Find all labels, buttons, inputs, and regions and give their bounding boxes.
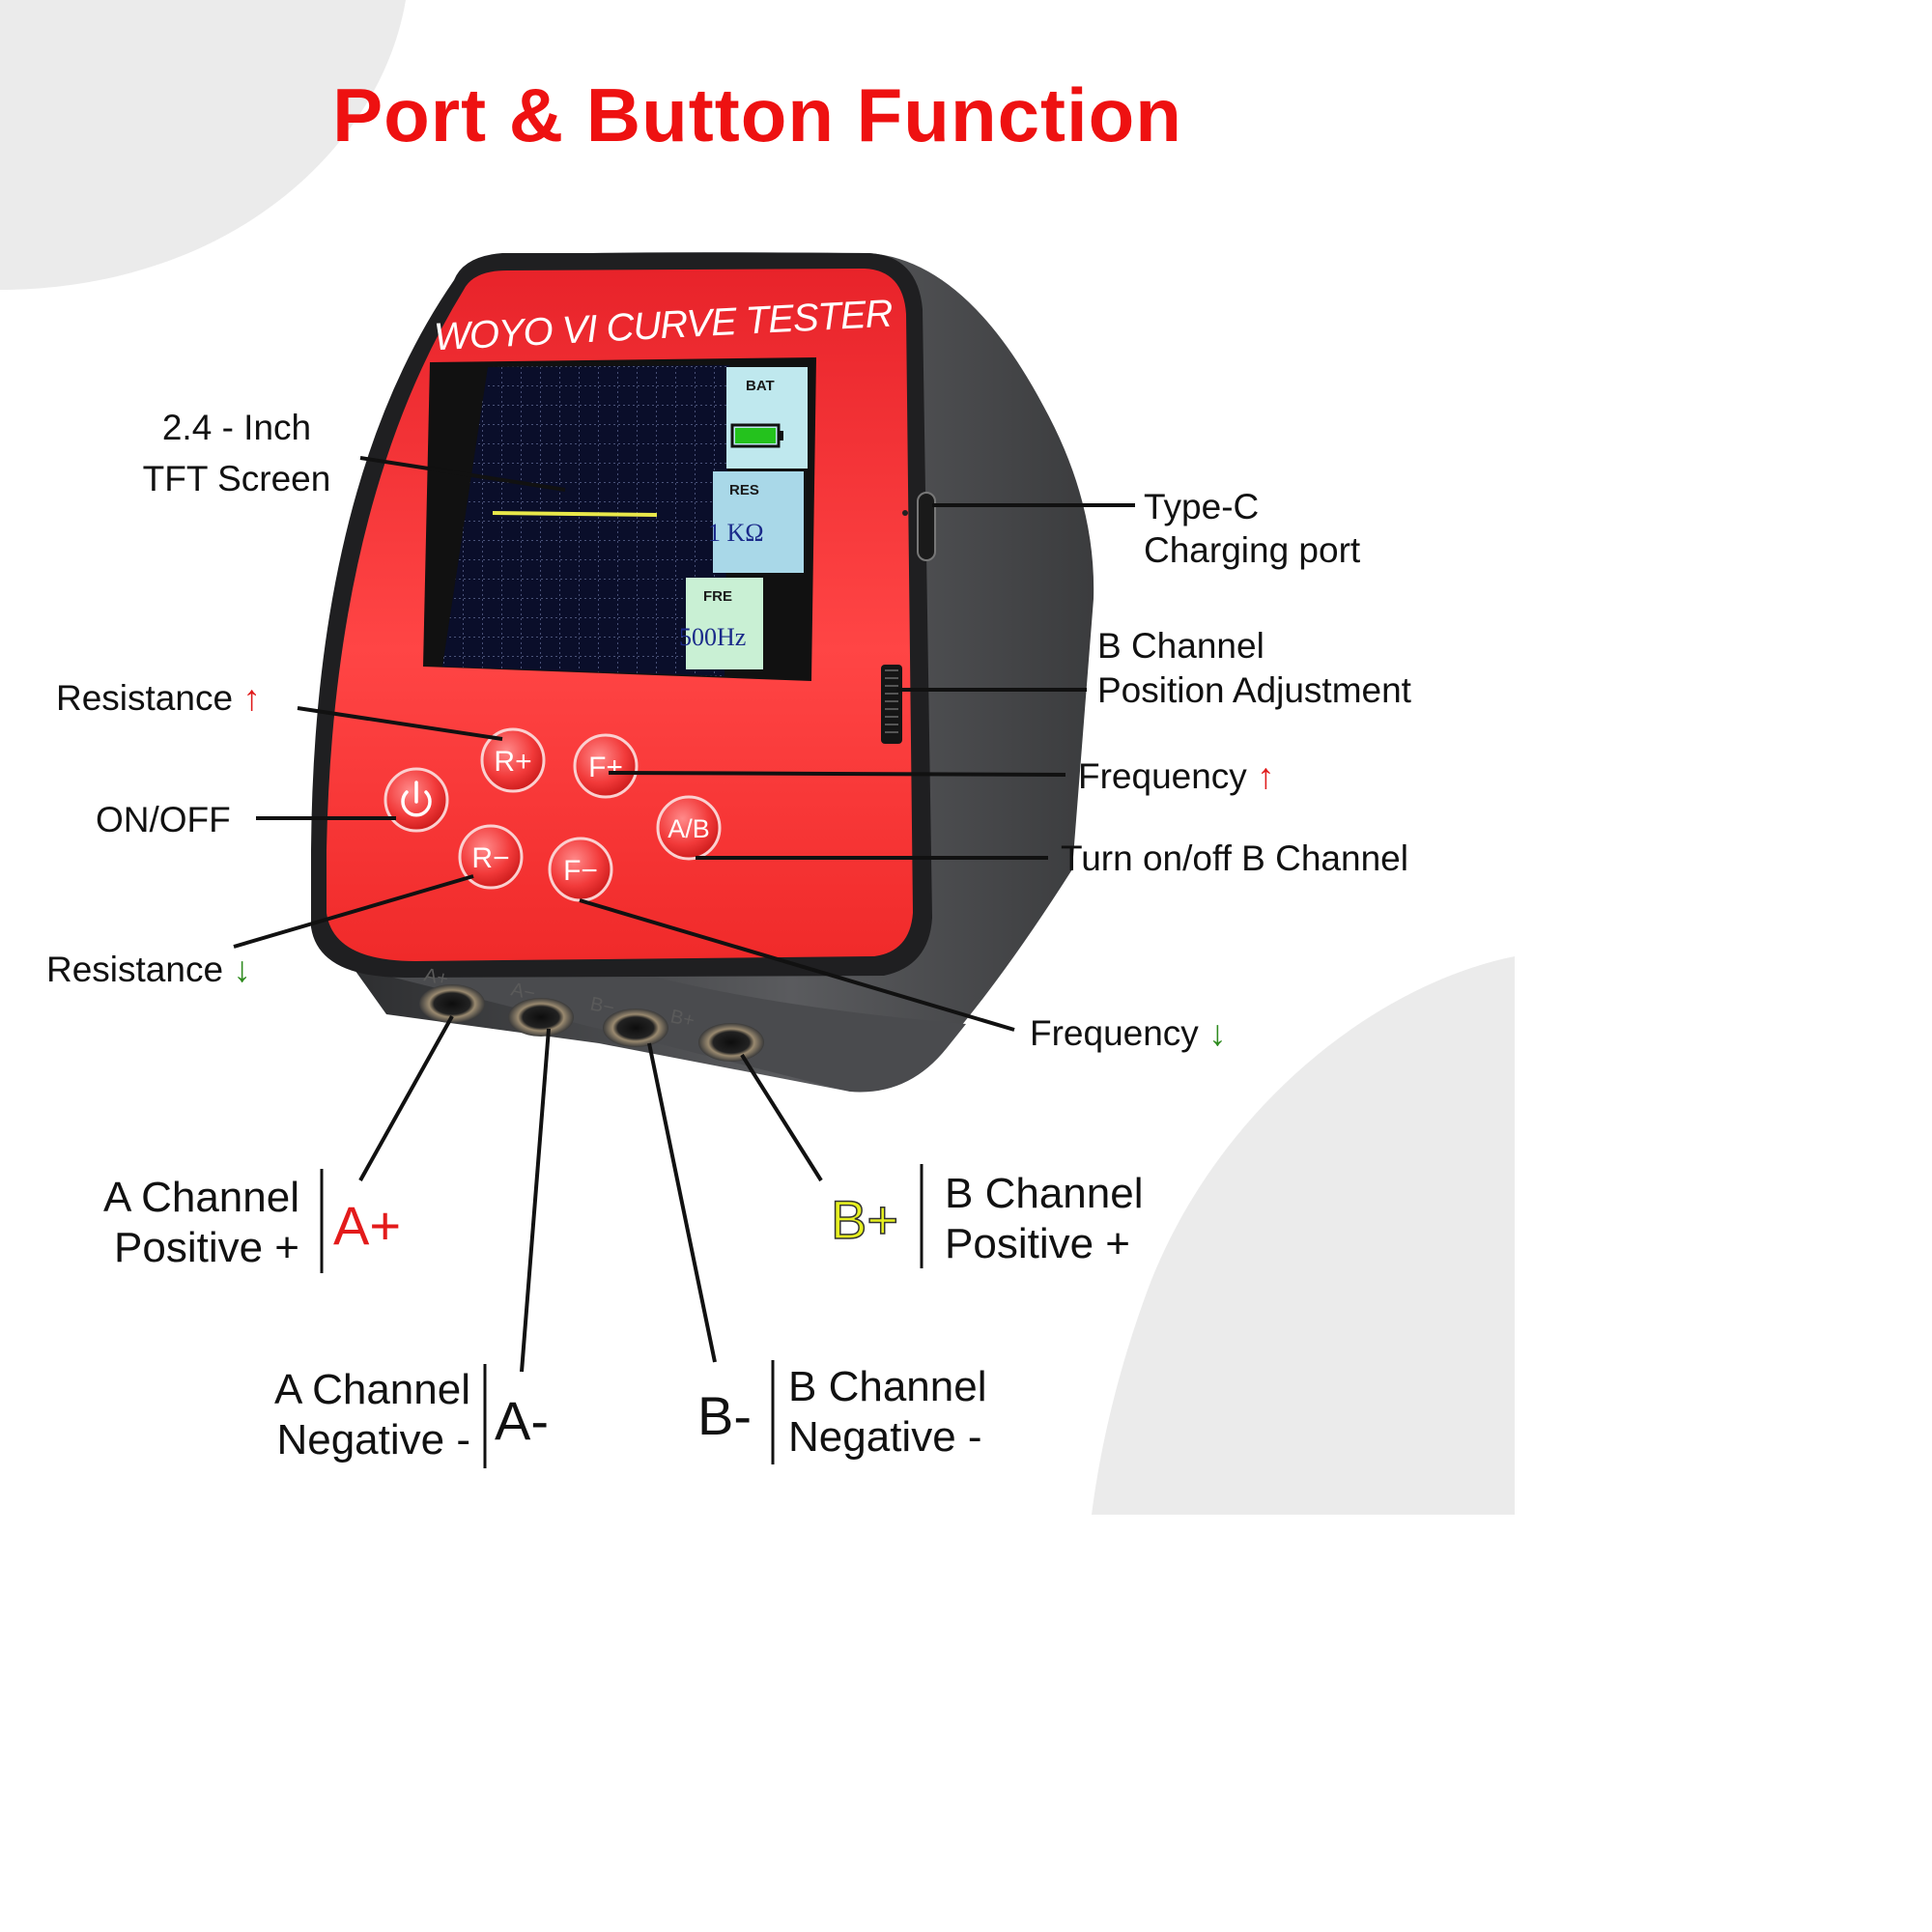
button-r-minus[interactable]: R−	[458, 824, 524, 890]
button-ab-label: A/B	[668, 814, 710, 843]
callout-resistance-up: Resistance ↑	[56, 678, 261, 718]
screen-res-label: RES	[729, 482, 759, 498]
button-f-plus-label: F+	[588, 752, 623, 783]
button-f-minus-label: F−	[563, 855, 598, 887]
callout-turn-b-channel: Turn on/off B Channel	[1061, 838, 1408, 878]
legend-a-minus-symbol: A-	[495, 1390, 549, 1451]
button-power[interactable]	[384, 767, 449, 833]
screen-bat-label: BAT	[746, 378, 775, 394]
screen-res-value: 1 KΩ	[708, 519, 764, 547]
port-a-minus[interactable]	[508, 998, 574, 1037]
legend-b-plus: B+ B Channel Positive +	[830, 1164, 1143, 1268]
legend-b-plus-symbol: B+	[831, 1189, 898, 1250]
legend-b-minus: B- B Channel Negative -	[697, 1360, 986, 1464]
callout-resistance-down: Resistance ↓	[46, 950, 251, 989]
legend-a-plus-line1: A Channel	[103, 1174, 299, 1221]
leader-lines	[233, 456, 1135, 1373]
port-a-plus[interactable]	[419, 984, 485, 1023]
screen-fre-value: 500Hz	[679, 623, 746, 651]
legend-b-plus-line2: Positive +	[945, 1220, 1130, 1267]
legend-a-plus-line2: Positive +	[114, 1224, 299, 1271]
legend-b-minus-line1: B Channel	[788, 1363, 986, 1410]
screen-fre-label: FRE	[703, 588, 732, 605]
button-r-plus-label: R+	[494, 746, 531, 778]
callout-screen: 2.4 - Inch TFT Screen	[143, 408, 331, 498]
legend-b-plus-line1: B Channel	[945, 1170, 1143, 1217]
diagram-canvas: Port & Button Function WOYO VI CURVE TES…	[0, 0, 1515, 1515]
background-shape-bottom-right	[1092, 956, 1515, 1515]
legend-a-minus-line2: Negative -	[276, 1416, 470, 1463]
button-r-plus[interactable]: R+	[480, 727, 546, 793]
callout-type-c-line2: Charging port	[1144, 530, 1361, 570]
screen-fre-panel	[686, 578, 763, 669]
legend-b-minus-line2: Negative -	[788, 1413, 982, 1461]
callout-on-off: ON/OFF	[96, 800, 231, 839]
power-icon	[401, 781, 432, 817]
button-ab[interactable]: A/B	[656, 795, 722, 861]
type-c-port[interactable]	[917, 492, 936, 561]
background-shape-top-left	[0, 0, 406, 290]
callout-type-c-line1: Type-C	[1144, 487, 1259, 526]
callout-b-position: B Channel Position Adjustment	[1097, 626, 1412, 710]
callout-b-position-line2: Position Adjustment	[1097, 670, 1412, 710]
callout-screen-line2: TFT Screen	[143, 459, 331, 498]
button-f-plus[interactable]: F+	[573, 733, 639, 799]
port-label-b-plus: B+	[668, 1006, 696, 1032]
indicator-dot	[902, 510, 908, 516]
callout-type-c: Type-C Charging port	[1144, 487, 1361, 570]
callout-frequency-down: Frequency ↓	[1030, 1013, 1227, 1053]
legend-a-plus: A Channel Positive + A+	[103, 1169, 401, 1273]
screen-bat-panel	[726, 367, 808, 469]
callout-b-position-line1: B Channel	[1097, 626, 1264, 666]
b-channel-wheel[interactable]	[881, 665, 902, 744]
button-r-minus-label: R−	[471, 842, 509, 874]
legend-a-minus-line1: A Channel	[274, 1366, 470, 1413]
callout-screen-line1: 2.4 - Inch	[162, 408, 311, 447]
legend-b-minus-symbol: B-	[697, 1385, 752, 1446]
port-b-minus[interactable]	[603, 1009, 668, 1047]
screen-res-panel	[713, 471, 804, 573]
device: WOYO VI CURVE TESTER BAT RES 1 KΩ FRE 50…	[311, 252, 1094, 1093]
callout-frequency-up: Frequency ↑	[1078, 756, 1275, 796]
vi-curve-trace	[492, 511, 658, 517]
legend-a-minus: A Channel Negative - A-	[274, 1364, 549, 1468]
tft-screen: BAT RES 1 KΩ FRE 500Hz	[423, 357, 816, 681]
button-f-minus[interactable]: F−	[548, 837, 613, 902]
port-b-plus[interactable]	[698, 1023, 764, 1062]
legend-a-plus-symbol: A+	[333, 1195, 401, 1256]
page-title: Port & Button Function	[332, 72, 1182, 157]
